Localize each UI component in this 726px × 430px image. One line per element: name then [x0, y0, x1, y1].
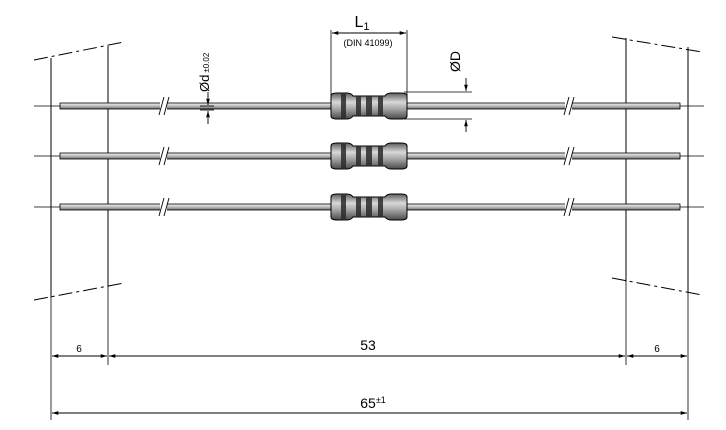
break-gap	[160, 198, 167, 216]
color-band	[378, 197, 383, 217]
break-mark	[568, 146, 575, 166]
break-mark	[568, 96, 575, 116]
dim-right-label: 6	[654, 344, 660, 355]
break-mark	[158, 146, 165, 166]
break-gap	[565, 97, 572, 115]
resistor-group	[34, 92, 704, 221]
color-band	[341, 144, 346, 168]
color-band	[378, 96, 383, 116]
dim-middle-label: 53	[360, 337, 376, 353]
color-band	[341, 195, 346, 219]
break-mark	[563, 146, 570, 166]
break-mark	[568, 197, 575, 217]
L1-label: L1	[354, 14, 369, 33]
break-mark	[163, 197, 170, 217]
din-reference-label: (DIN 41099)	[343, 38, 392, 48]
break-gap	[160, 97, 167, 115]
left-tape-edges	[33, 41, 125, 420]
resistor	[34, 92, 704, 120]
color-band	[366, 197, 372, 217]
spacing-dimensions: 6 53 6 65±1	[52, 337, 687, 415]
break-gap	[565, 147, 572, 165]
color-band	[378, 146, 383, 166]
color-band	[356, 96, 361, 116]
body-diameter-label: ØD	[447, 51, 463, 72]
break-mark	[163, 96, 170, 116]
color-band	[356, 146, 361, 166]
break-mark	[163, 146, 170, 166]
break-gap	[160, 147, 167, 165]
resistor	[34, 193, 704, 221]
color-band	[366, 96, 372, 116]
color-band	[341, 94, 346, 118]
break-mark	[158, 197, 165, 217]
color-band	[356, 197, 361, 217]
break-mark	[158, 96, 165, 116]
resistor	[34, 142, 704, 170]
lead-diameter-dimension: Ød±0.02	[197, 52, 214, 124]
color-band	[366, 146, 372, 166]
break-gap	[565, 198, 572, 216]
right-tape-edges	[611, 36, 703, 420]
dim-left-label: 6	[76, 344, 82, 355]
break-mark	[563, 197, 570, 217]
body-diameter-dimension: ØD	[404, 51, 472, 132]
L1-dimension: L1 (DIN 41099)	[330, 14, 408, 96]
lead-diameter-label: Ød±0.02	[197, 52, 212, 92]
break-mark	[563, 96, 570, 116]
dim-total-label: 65±1	[360, 395, 386, 411]
